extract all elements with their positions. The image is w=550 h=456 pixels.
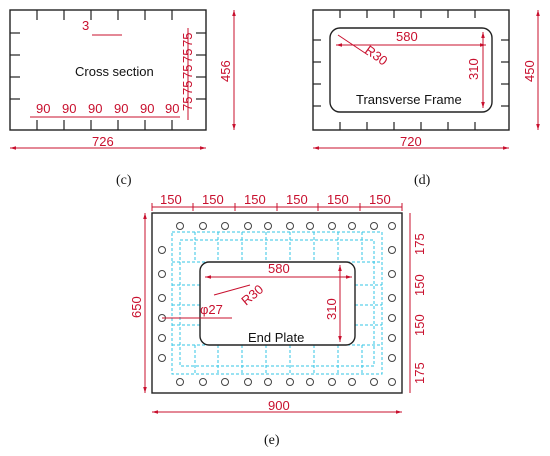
- frame-opening: [329, 27, 493, 113]
- top-spacing-label: 150: [244, 192, 266, 207]
- caption-e: (e): [264, 433, 280, 448]
- top-spacing-label: 150: [327, 192, 349, 207]
- end-plate-title: End Plate: [248, 330, 304, 345]
- plate-opening-width-label: 580: [268, 261, 290, 276]
- top-spacing-label: 150: [286, 192, 308, 207]
- top-spacing-ticks: [151, 203, 403, 211]
- frame-height-label: 450: [522, 60, 537, 82]
- cross-section-outline: [9, 9, 207, 131]
- radius-label: R30: [362, 42, 390, 68]
- top-stiffeners: [10, 10, 206, 130]
- top-spacing-label: 150: [160, 192, 182, 207]
- panel-d-transverse-frame: R30 580 310 Transverse Frame 720 450 (d): [312, 9, 540, 188]
- frame-outline: [312, 9, 510, 131]
- spacing-label: 90: [62, 101, 76, 116]
- side-label: 75: [180, 33, 195, 47]
- plate-radius-label: R30: [238, 281, 266, 308]
- side-label: 75: [180, 81, 195, 95]
- frame-ticks: [313, 10, 509, 130]
- end-plate-outline: [151, 212, 403, 394]
- plate-width-label: 900: [268, 398, 290, 413]
- caption-c: (c): [116, 173, 132, 188]
- side-label: 75: [180, 65, 195, 79]
- spacing-label: 90: [140, 101, 154, 116]
- top-spacing-label: 150: [202, 192, 224, 207]
- width-label: 726: [92, 134, 114, 149]
- cross-section-title: Cross section: [75, 64, 154, 79]
- caption-d: (d): [414, 173, 431, 188]
- plate-radius-leader: [213, 284, 251, 296]
- gap-label: 3: [82, 18, 89, 33]
- opening-width-label: 580: [396, 29, 418, 44]
- right-spacing-label: 175: [412, 362, 427, 384]
- hole-diameter-label: φ27: [200, 302, 223, 317]
- panel-c-cross-section: 3 Cross section 90 90 90 90 90 90 75 75 …: [9, 9, 236, 188]
- right-spacing-label: 150: [412, 314, 427, 336]
- panel-e-end-plate: 150 150 150 150 150 150 175 150 150 175 …: [129, 192, 427, 448]
- right-spacing-label: 150: [412, 274, 427, 296]
- bolt-holes: [158, 222, 396, 386]
- top-spacing-label: 150: [369, 192, 391, 207]
- plate-height-label: 650: [129, 296, 144, 318]
- side-labels: 75 75 75 75 75: [180, 33, 195, 111]
- height-label: 456: [218, 60, 233, 82]
- right-spacing-label: 175: [412, 233, 427, 255]
- frame-title: Transverse Frame: [356, 92, 462, 107]
- end-plate-opening: [199, 261, 356, 346]
- frame-width-label: 720: [400, 134, 422, 149]
- plate-opening-height-label: 310: [324, 298, 339, 320]
- opening-height-label: 310: [466, 58, 481, 80]
- spacing-label: 90: [114, 101, 128, 116]
- spacing-label: 90: [88, 101, 102, 116]
- spacing-label: 90: [36, 101, 50, 116]
- side-label: 75: [180, 97, 195, 111]
- spacing-label: 90: [165, 101, 179, 116]
- side-label: 75: [180, 49, 195, 63]
